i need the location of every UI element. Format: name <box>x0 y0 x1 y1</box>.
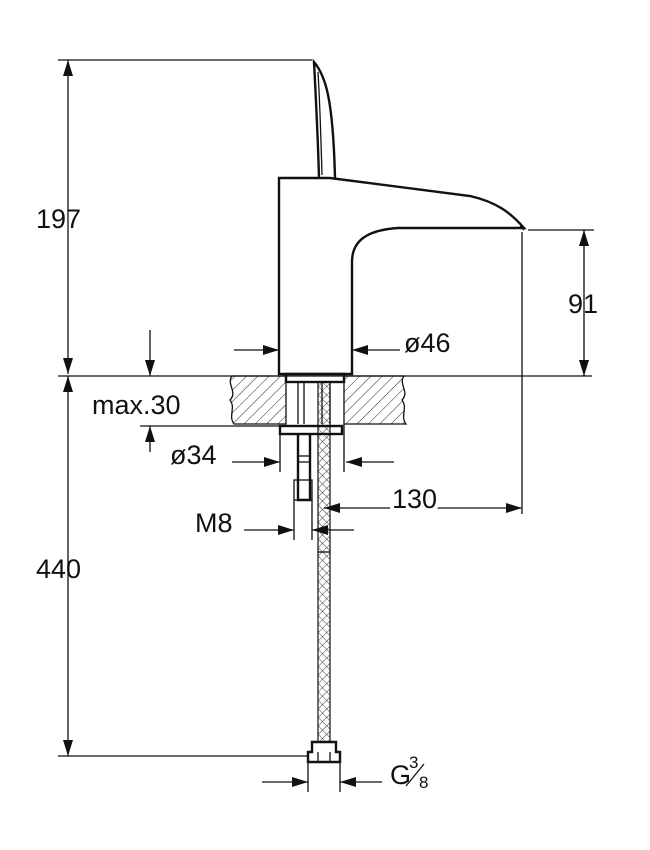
lever-handle-inner <box>317 71 323 176</box>
dim-height-top <box>58 59 312 374</box>
countertop-left <box>229 375 287 425</box>
dim-thread <box>244 500 354 540</box>
label-d46: ø46 <box>404 328 451 358</box>
label-130: 130 <box>392 484 437 514</box>
label-197: 197 <box>36 204 81 234</box>
fixing-washer <box>278 424 344 436</box>
label-440: 440 <box>36 554 81 584</box>
hose-connector <box>306 740 342 764</box>
label-d34: ø34 <box>170 440 217 470</box>
faucet <box>277 58 527 384</box>
label-91: 91 <box>568 289 598 319</box>
dim-hose-length <box>58 376 308 757</box>
dim-spout-reach <box>324 232 523 514</box>
fixing-rod <box>296 434 312 502</box>
dim-connection <box>262 762 382 792</box>
fraction-slash <box>405 763 425 787</box>
dim-max-thickness <box>140 330 280 452</box>
label-g-main: G <box>390 760 411 790</box>
shank <box>278 382 344 502</box>
label-g-denominator: 8 <box>419 773 428 792</box>
hose-lower <box>317 551 331 743</box>
label-g-numerator: 3 <box>409 753 418 772</box>
faucet-body <box>277 176 527 376</box>
lever-handle <box>312 58 337 179</box>
dim-spout-height <box>528 229 594 376</box>
countertop-right <box>343 375 408 425</box>
countertop <box>229 375 408 425</box>
label-max30: max.30 <box>92 390 181 420</box>
dim-shank-diameter <box>232 424 394 472</box>
spout-edge <box>519 225 525 231</box>
flex-hose <box>306 381 342 764</box>
label-m8: M8 <box>195 508 233 538</box>
dim-body-diameter <box>234 345 400 355</box>
fixing-nut <box>293 479 313 501</box>
